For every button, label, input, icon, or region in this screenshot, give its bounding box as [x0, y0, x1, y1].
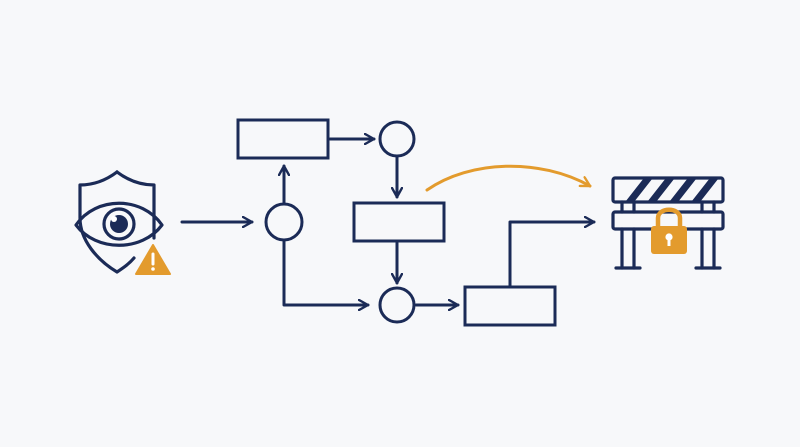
barrier-lock-icon — [611, 176, 725, 270]
edges — [180, 139, 596, 305]
shield-outline-right — [115, 170, 156, 240]
barrier-stripes — [625, 178, 719, 202]
bottom-junction — [378, 286, 416, 324]
lock-icon — [651, 207, 687, 254]
eye-outline — [74, 201, 164, 247]
middle-process — [352, 201, 446, 243]
edge-output-to-barrier — [508, 222, 596, 288]
edge-accent-curve — [425, 164, 592, 192]
output-process — [463, 285, 557, 327]
barrier-top-rail — [611, 176, 725, 204]
nodes — [236, 118, 557, 327]
shield-outline — [78, 170, 136, 274]
eye-highlight — [111, 216, 117, 222]
top-junction — [378, 120, 416, 158]
warning-icon — [135, 244, 171, 275]
top-process — [236, 118, 330, 160]
entry-junction — [264, 202, 304, 242]
eye-iris — [102, 207, 136, 241]
barrier-legs — [614, 200, 722, 270]
edge-entry-to-bottom-junction — [282, 238, 370, 305]
eye-shield-warning-icon — [74, 170, 171, 275]
